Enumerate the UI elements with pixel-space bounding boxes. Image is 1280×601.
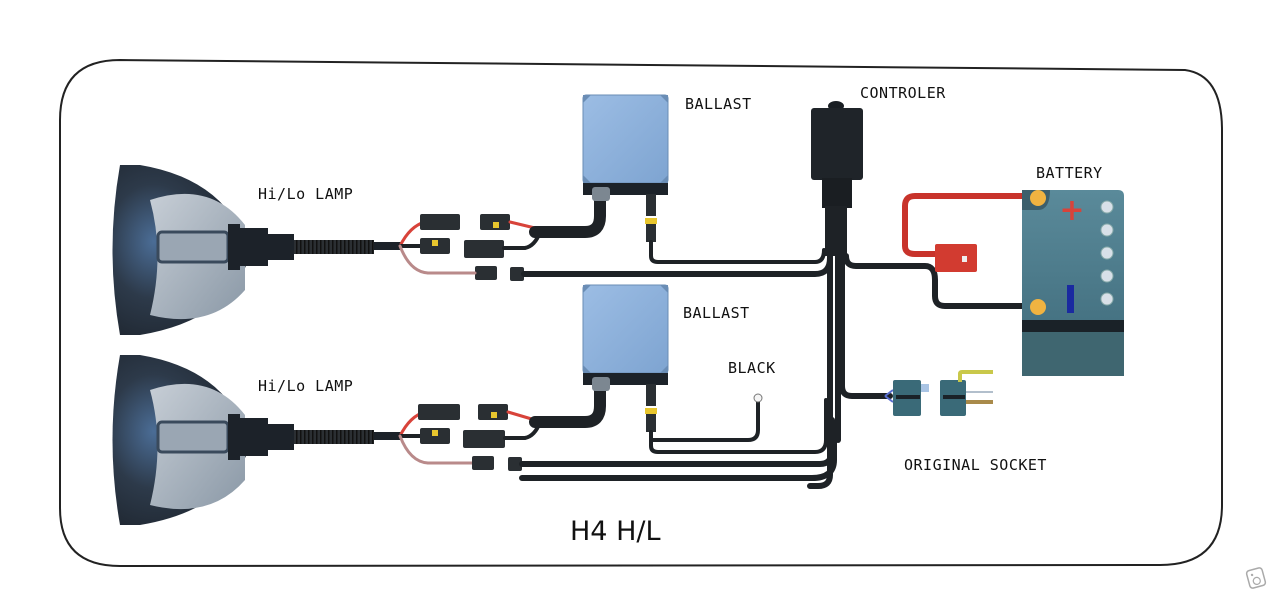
label-ballast-top: BALLAST (685, 95, 752, 113)
diagram-title: H4 H/L (570, 516, 661, 547)
harness-top (398, 192, 833, 281)
label-controller: CONTROLER (860, 84, 946, 102)
label-original-socket: ORIGINAL SOCKET (904, 456, 1047, 474)
negative-terminal (1030, 299, 1046, 315)
ballast-top (582, 94, 826, 264)
connector (463, 430, 505, 448)
battery-positive-wire (902, 193, 1028, 257)
label-lamp-top: Hi/Lo LAMP (258, 185, 353, 203)
negative-symbol (1067, 285, 1074, 313)
original-socket (884, 370, 993, 416)
controller (807, 101, 1033, 489)
ballast-bottom (582, 284, 828, 454)
diagram-border (59, 58, 1223, 568)
lamp-top (112, 165, 402, 335)
label-black: BLACK (728, 359, 776, 377)
positive-terminal (1030, 190, 1046, 206)
lamp-bottom (112, 355, 402, 525)
connector (418, 404, 460, 420)
label-lamp-bottom: Hi/Lo LAMP (258, 377, 353, 395)
black-ground-wire (649, 398, 760, 442)
connector (475, 266, 497, 280)
connector (472, 456, 494, 470)
positive-symbol: + (1059, 193, 1084, 228)
label-battery: BATTERY (1036, 164, 1103, 182)
battery: + (1022, 190, 1124, 376)
connector (464, 240, 504, 258)
photo-icon (1245, 567, 1267, 589)
connector (420, 214, 460, 230)
trunk-return-wire (519, 427, 837, 481)
label-ballast-bottom: BALLAST (683, 304, 750, 322)
cell-caps (1100, 200, 1114, 306)
fuse-holder (935, 244, 977, 272)
harness-bottom (398, 382, 835, 471)
